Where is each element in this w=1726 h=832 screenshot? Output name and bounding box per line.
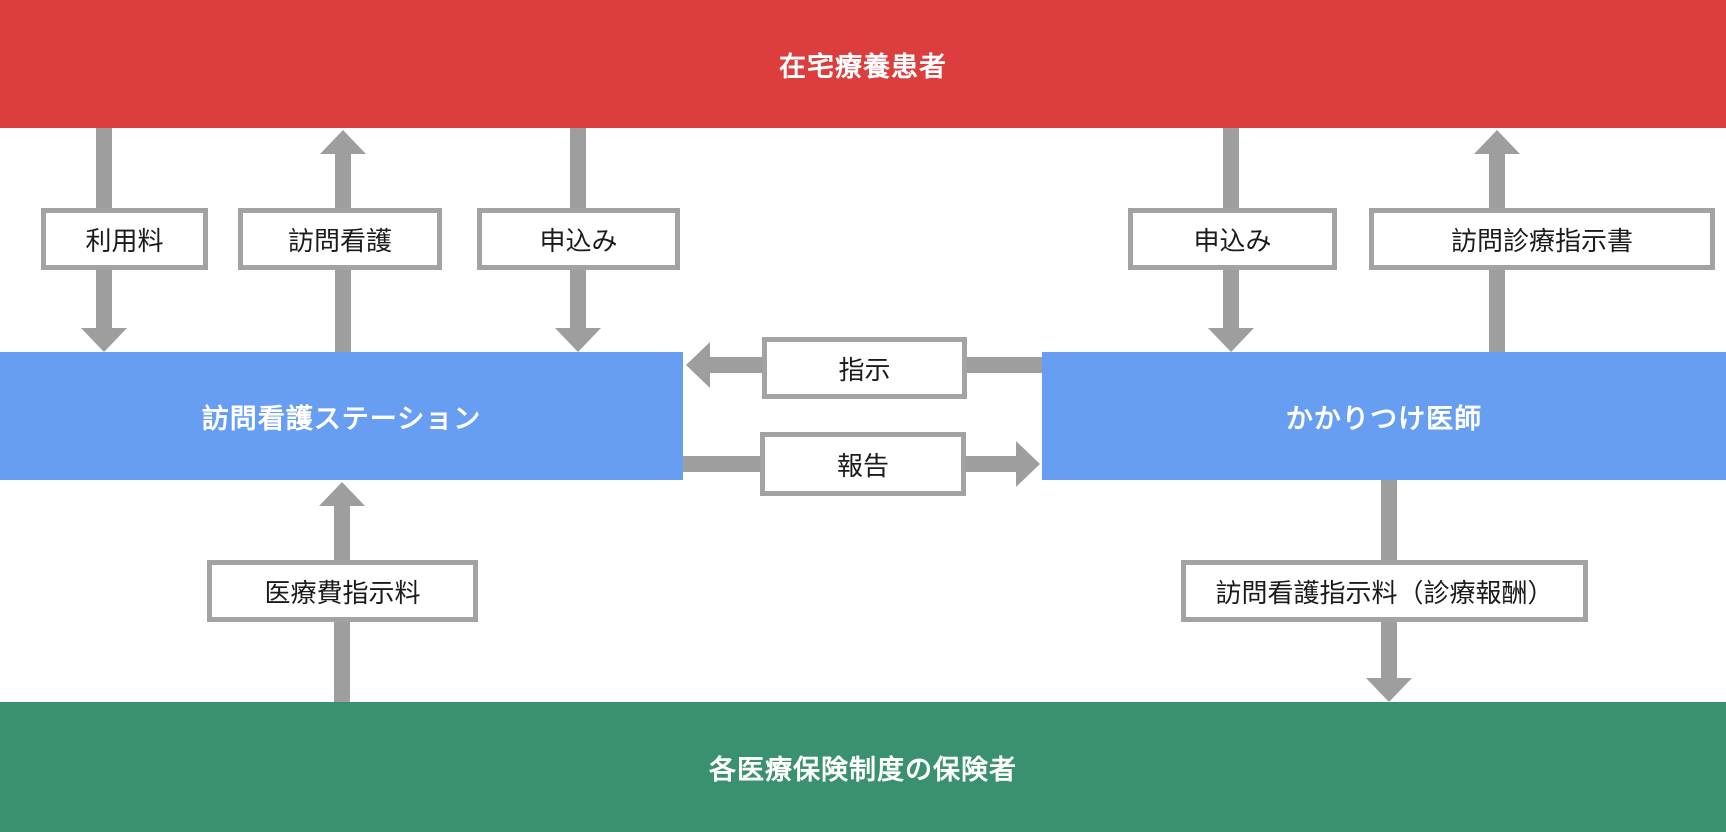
edge-label-care-directive: 訪問診療指示書 — [1369, 208, 1715, 270]
arrow-instruction-head — [686, 342, 710, 388]
node-insurer: 各医療保険制度の保険者 — [0, 702, 1726, 832]
edge-label-report: 報告 — [760, 432, 966, 496]
node-nursing-station-label: 訪問看護ステーション — [201, 403, 482, 434]
edge-label-visiting-nursing: 訪問看護 — [238, 208, 442, 270]
edge-label-application-left: 申込み — [477, 208, 680, 270]
edge-label-medical-fee: 医療費指示料 — [207, 560, 478, 622]
node-insurer-label: 各医療保険制度の保険者 — [709, 754, 1017, 785]
arrow-application-right-head — [1208, 328, 1254, 352]
arrow-application-left-head — [555, 328, 601, 352]
node-doctor: かかりつけ医師 — [1042, 352, 1726, 480]
node-nursing-station: 訪問看護ステーション — [0, 352, 683, 480]
arrow-medical-fee-head — [319, 482, 365, 506]
edge-label-usage-fee: 利用料 — [41, 208, 208, 270]
arrow-usage-fee-head — [81, 328, 127, 352]
node-patient-label: 在宅療養患者 — [779, 51, 947, 82]
arrow-care-directive-head — [1474, 130, 1520, 154]
arrow-nursing-instruction-fee-head — [1366, 678, 1412, 702]
arrow-visiting-nursing-head — [320, 130, 366, 154]
arrow-report-head — [1016, 441, 1040, 487]
edge-label-instruction: 指示 — [762, 337, 967, 399]
edge-label-application-right: 申込み — [1128, 208, 1337, 270]
node-doctor-label: かかりつけ医師 — [1285, 403, 1483, 434]
edge-label-nursing-instruction-fee: 訪問看護指示料（診療報酬） — [1181, 560, 1588, 622]
node-patient: 在宅療養患者 — [0, 0, 1726, 128]
